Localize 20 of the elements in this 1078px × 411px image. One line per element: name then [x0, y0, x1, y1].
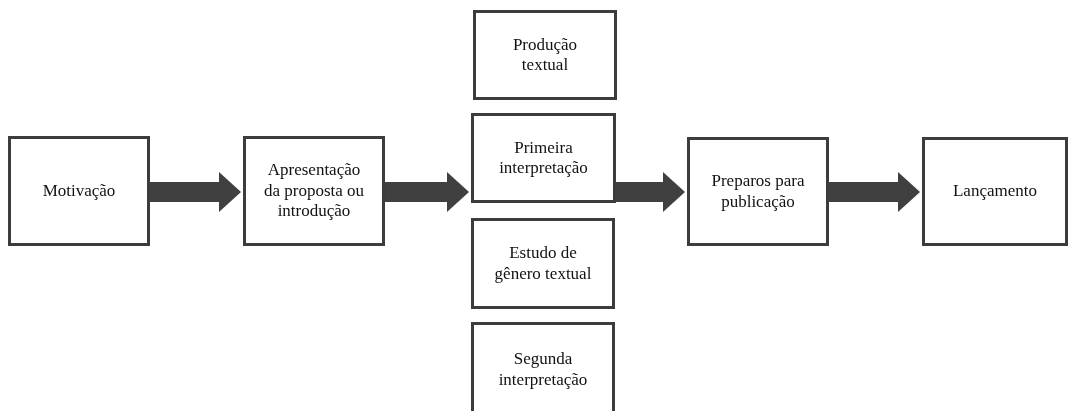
step-label: Preparos para publicação [710, 171, 806, 212]
process-box [471, 322, 615, 411]
block-arrow [616, 172, 685, 212]
process-box [473, 10, 617, 100]
process-box [922, 137, 1068, 246]
process-box [687, 137, 829, 246]
step-label: Segunda interpretação [497, 349, 589, 390]
step-label: Estudo de gênero textual [493, 243, 593, 284]
step-label: Produção textual [511, 34, 579, 76]
process-box [471, 113, 616, 203]
process-box [8, 136, 150, 246]
block-arrow [385, 172, 469, 212]
process-box [471, 218, 615, 309]
block-arrow [829, 172, 920, 212]
step-label: Apresentação da proposta ou introdução [262, 160, 366, 222]
step-label: Primeira interpretação [498, 137, 589, 179]
step-label: Lançamento [952, 181, 1038, 202]
process-box [243, 136, 385, 246]
step-label: Motivação [41, 180, 117, 202]
block-arrow [150, 172, 241, 212]
